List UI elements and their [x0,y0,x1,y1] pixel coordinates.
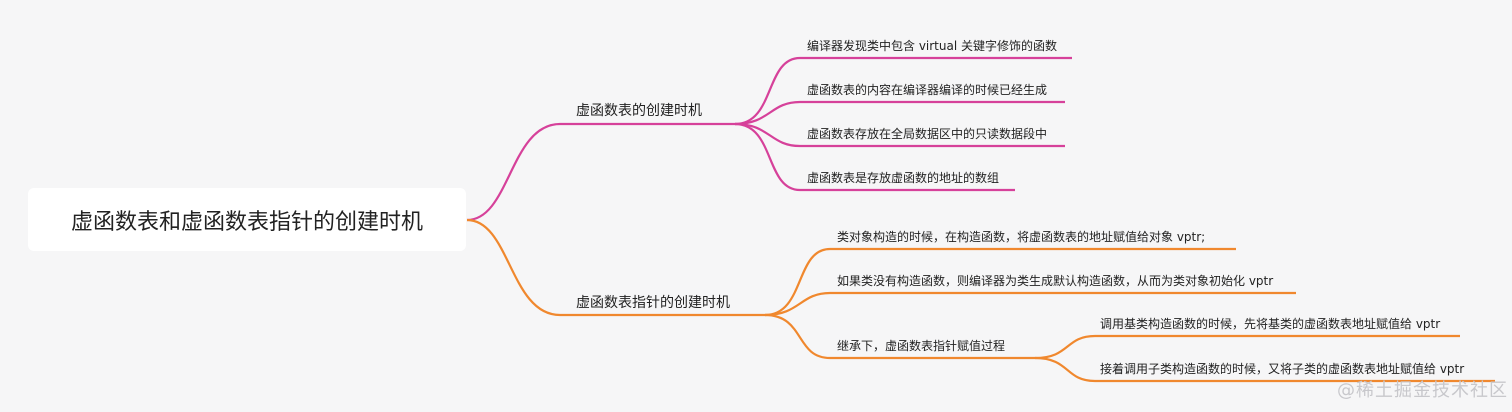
leaf-derived-constructor-vptr[interactable]: 接着调用子类构造函数的时候，又将子类的虚函数表地址赋值给 vptr [1100,360,1464,377]
leaf-compiler-finds-virtual[interactable]: 编译器发现类中包含 virtual 关键字修饰的函数 [807,37,1057,54]
connector-b2c3-grandchild-1 [1034,334,1460,360]
leaf-content-generated-at-compile[interactable]: 虚函数表的内容在编译器编译的时候已经生成 [807,81,1047,98]
connector-b1-leaf-1 [734,56,1072,126]
connector-b1-leaf-2 [734,100,1065,126]
connector-b1-leaf-4 [734,122,1015,192]
branch-vptr-creation[interactable]: 虚函数表指针的创建时机 [576,292,730,312]
leaf-text: 虚函数表是存放虚函数的地址的数组 [807,171,1000,185]
leaf-text: 如果类没有构造函数，则编译器为类生成默认构造函数，从而为类对象初始化 vptr [837,274,1274,288]
connector-b2-child-3 [764,313,1035,360]
connector-b2-child-2 [764,291,1296,317]
watermark: @稀土掘金技术社区 [1337,380,1508,401]
leaf-text: 编译器发现类中包含 virtual 关键字修饰的函数 [807,39,1057,53]
root-label: 虚函数表和虚函数表指针的创建时机 [70,209,423,235]
leaf-array-of-addresses[interactable]: 虚函数表是存放虚函数的地址的数组 [807,169,999,186]
branch-vtable-creation[interactable]: 虚函数表的创建时机 [576,100,702,120]
connector-b2c3-grandchild-2 [1034,356,1495,383]
root-node[interactable]: 虚函数表和虚函数表指针的创建时机 [28,188,466,251]
leaf-text: 继承下，虚函数表指针赋值过程 [837,339,1006,353]
leaf-text: 调用基类构造函数的时候，先将基类的虚函数表地址赋值给 vptr [1100,317,1441,331]
branch-label: 虚函数表指针的创建时机 [576,295,730,311]
leaf-constructor-assigns-vptr[interactable]: 类对象构造的时候，在构造函数，将虚函数表的地址赋值给对象 vptr; [837,228,1205,245]
leaf-inheritance-vptr-process[interactable]: 继承下，虚函数表指针赋值过程 [837,337,1005,354]
leaf-text: 虚函数表的内容在编译器编译的时候已经生成 [807,83,1048,97]
connector-root-branch-1 [466,122,735,222]
connector-root-branch-2 [466,218,765,317]
leaf-text: 虚函数表存放在全局数据区中的只读数据段中 [807,127,1048,141]
leaf-stored-readonly-segment[interactable]: 虚函数表存放在全局数据区中的只读数据段中 [807,125,1047,142]
connector-b2-child-1 [764,247,1236,317]
leaf-text: 接着调用子类构造函数的时候，又将子类的虚函数表地址赋值给 vptr [1100,362,1465,376]
leaf-base-constructor-vptr[interactable]: 调用基类构造函数的时候，先将基类的虚函数表地址赋值给 vptr [1100,315,1440,332]
leaf-text: 类对象构造的时候，在构造函数，将虚函数表的地址赋值给对象 vptr; [837,230,1206,244]
leaf-default-constructor-vptr[interactable]: 如果类没有构造函数，则编译器为类生成默认构造函数，从而为类对象初始化 vptr [837,272,1273,289]
branch-label: 虚函数表的创建时机 [576,103,702,119]
